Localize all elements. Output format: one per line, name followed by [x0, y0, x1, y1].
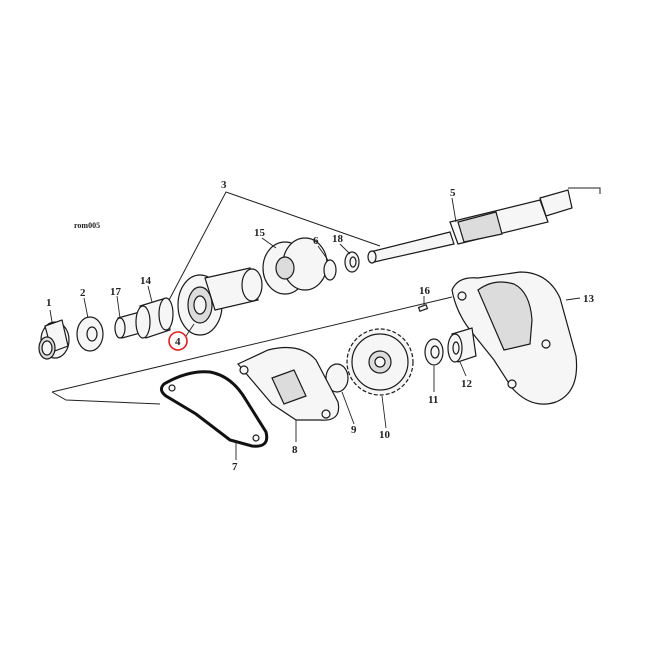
callout-7: 7	[232, 461, 238, 473]
part-washer	[76, 316, 104, 352]
assembly-frame-left	[51, 391, 161, 405]
part-housing	[451, 271, 578, 405]
callout-5: 5	[450, 187, 456, 199]
callout-labels: 1 2 3 4 5 6 7 8 9 10 11 12 13 14 15 16 1…	[46, 179, 595, 473]
part-snap-ring	[323, 259, 337, 281]
part-gasket	[159, 370, 269, 448]
callout-11: 11	[428, 394, 438, 406]
callout-15: 15	[254, 227, 266, 239]
highlight-circle	[168, 331, 188, 351]
assembly-frame-right	[568, 187, 601, 194]
callout-3: 3	[221, 179, 227, 191]
assembly-frame	[167, 191, 381, 303]
callout-17: 17	[110, 286, 122, 298]
callout-6: 6	[313, 235, 319, 247]
callout-9: 9	[351, 424, 357, 436]
callout-14: 14	[140, 275, 152, 287]
assembly-frame-bottom	[51, 296, 453, 393]
part-shaft-body	[135, 297, 174, 339]
callout-13: 13	[583, 293, 595, 305]
callout-10: 10	[379, 429, 391, 441]
callout-16: 16	[419, 285, 431, 297]
part-cover-plate	[237, 347, 340, 421]
part-pulley	[262, 237, 328, 295]
callout-8: 8	[292, 444, 298, 456]
part-pin	[417, 303, 429, 313]
callout-18: 18	[332, 233, 344, 245]
part-washer-2	[424, 338, 444, 366]
part-bushing	[447, 327, 477, 363]
callout-1: 1	[46, 297, 52, 309]
part-drive-gear	[177, 267, 263, 336]
part-small-washer	[344, 251, 360, 273]
part-bearing	[38, 319, 70, 360]
part-large-gear	[346, 328, 414, 396]
callout-2: 2	[80, 287, 86, 299]
ref-code: rom005	[74, 221, 100, 230]
part-long-shaft	[367, 189, 573, 264]
callout-4: 4	[175, 336, 181, 348]
callout-12: 12	[461, 378, 473, 390]
leader-lines	[49, 197, 581, 460]
